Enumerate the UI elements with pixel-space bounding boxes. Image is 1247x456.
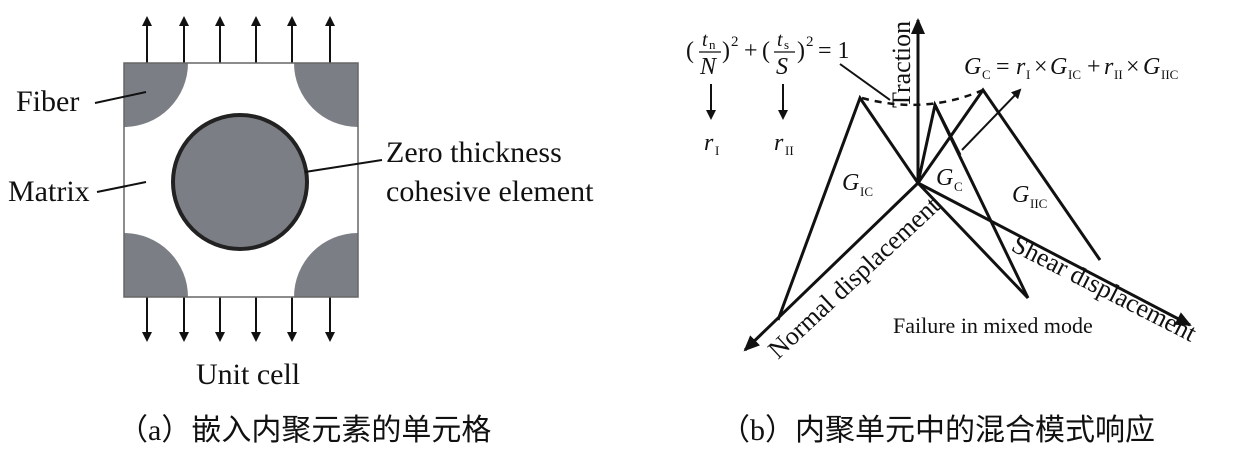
svg-text:IIC: IIC (1030, 196, 1047, 211)
center-fiber (171, 113, 309, 251)
svg-text:II: II (1114, 67, 1123, 82)
failure-mixed-mode-label: Failure in mixed mode (893, 313, 1093, 338)
svg-text:I: I (715, 143, 719, 158)
svg-text:I: I (1026, 67, 1030, 82)
svg-text:r: r (1016, 54, 1026, 80)
cohesive-label-line2: cohesive element (386, 175, 594, 208)
svg-text:IIC: IIC (1161, 67, 1178, 82)
panel-a: Fiber Matrix Zero thickness cohesive ele… (8, 16, 594, 447)
traction-label: Traction (887, 21, 916, 108)
r1-label: r I (704, 130, 719, 158)
criterion-leader (839, 63, 891, 101)
mixed-mode-peak-link (933, 104, 962, 156)
failure-envelope-dashed (861, 88, 984, 107)
svg-text:G: G (842, 170, 859, 196)
svg-text:s: s (784, 37, 789, 52)
fiber-quarter-top-right (294, 63, 358, 127)
svg-text:t: t (702, 29, 708, 51)
svg-text:IC: IC (860, 184, 873, 199)
cohesive-leader (304, 159, 383, 173)
svg-text:G: G (936, 165, 953, 191)
gc-formula-arrow (961, 88, 1022, 151)
caption-b: （b）内聚单元中的混合模式响应 (720, 414, 1155, 447)
caption-a: （a）嵌入内聚元素的单元格 (118, 414, 491, 447)
g-ic-label: G IC (842, 170, 873, 199)
svg-text:G: G (1012, 182, 1029, 208)
svg-text:C: C (954, 179, 963, 194)
svg-text:+: + (1087, 54, 1101, 80)
g-iic-label: G IIC (1012, 182, 1047, 211)
cohesive-label-line1: Zero thickness (386, 136, 562, 169)
svg-text:2: 2 (731, 34, 739, 50)
fiber-quarter-bottom-left (124, 233, 188, 297)
svg-text:×: × (1034, 54, 1048, 80)
svg-text:): ) (797, 38, 805, 64)
svg-text:N: N (699, 54, 718, 80)
shear-displacement-axis (917, 181, 1192, 327)
svg-text:): ) (722, 38, 730, 64)
unit-cell-label: Unit cell (196, 358, 300, 391)
r2-label: r II (774, 130, 794, 158)
svg-text:r: r (1104, 54, 1114, 80)
svg-text:C: C (982, 67, 991, 82)
svg-text:(: ( (762, 38, 770, 64)
svg-text:II: II (785, 143, 794, 158)
svg-text:G: G (964, 54, 981, 80)
gc-formula: G C = r I × G IC + r II × G IIC (964, 54, 1178, 82)
svg-text:×: × (1126, 54, 1140, 80)
failure-criterion: ( t n N ) 2 + ( t s S ) 2 = 1 (686, 29, 850, 80)
matrix-leader (96, 181, 147, 193)
unit-cell (123, 62, 359, 298)
svg-text:S: S (776, 54, 788, 80)
svg-text:G: G (1143, 54, 1160, 80)
normal-displacement-label: Normal displacement (762, 190, 946, 364)
svg-text:2: 2 (806, 34, 814, 50)
panel-b: ( t n N ) 2 + ( t s S ) 2 = 1 r I r II (686, 18, 1202, 447)
svg-text:r: r (774, 130, 784, 156)
svg-text:IC: IC (1068, 67, 1081, 82)
g-c-label: G C (936, 165, 963, 194)
matrix-label: Matrix (8, 175, 90, 208)
svg-text:= 1: = 1 (818, 38, 850, 64)
svg-text:+: + (744, 38, 758, 64)
svg-text:(: ( (686, 38, 694, 64)
svg-text:r: r (704, 130, 714, 156)
svg-text:=: = (996, 54, 1010, 80)
fiber-label: Fiber (16, 85, 79, 118)
mode-i-triangle (776, 94, 920, 321)
fiber-quarter-bottom-right (294, 233, 358, 297)
svg-text:G: G (1050, 54, 1067, 80)
fiber-leader (94, 91, 147, 104)
svg-text:t: t (777, 29, 783, 51)
top-tension-arrows (142, 16, 335, 63)
mixed-mode-projection (916, 181, 1030, 300)
svg-text:n: n (709, 37, 716, 52)
normal-displacement-axis (743, 181, 920, 352)
fiber-quarter-top-left (124, 63, 188, 127)
bottom-tension-arrows (142, 297, 335, 342)
